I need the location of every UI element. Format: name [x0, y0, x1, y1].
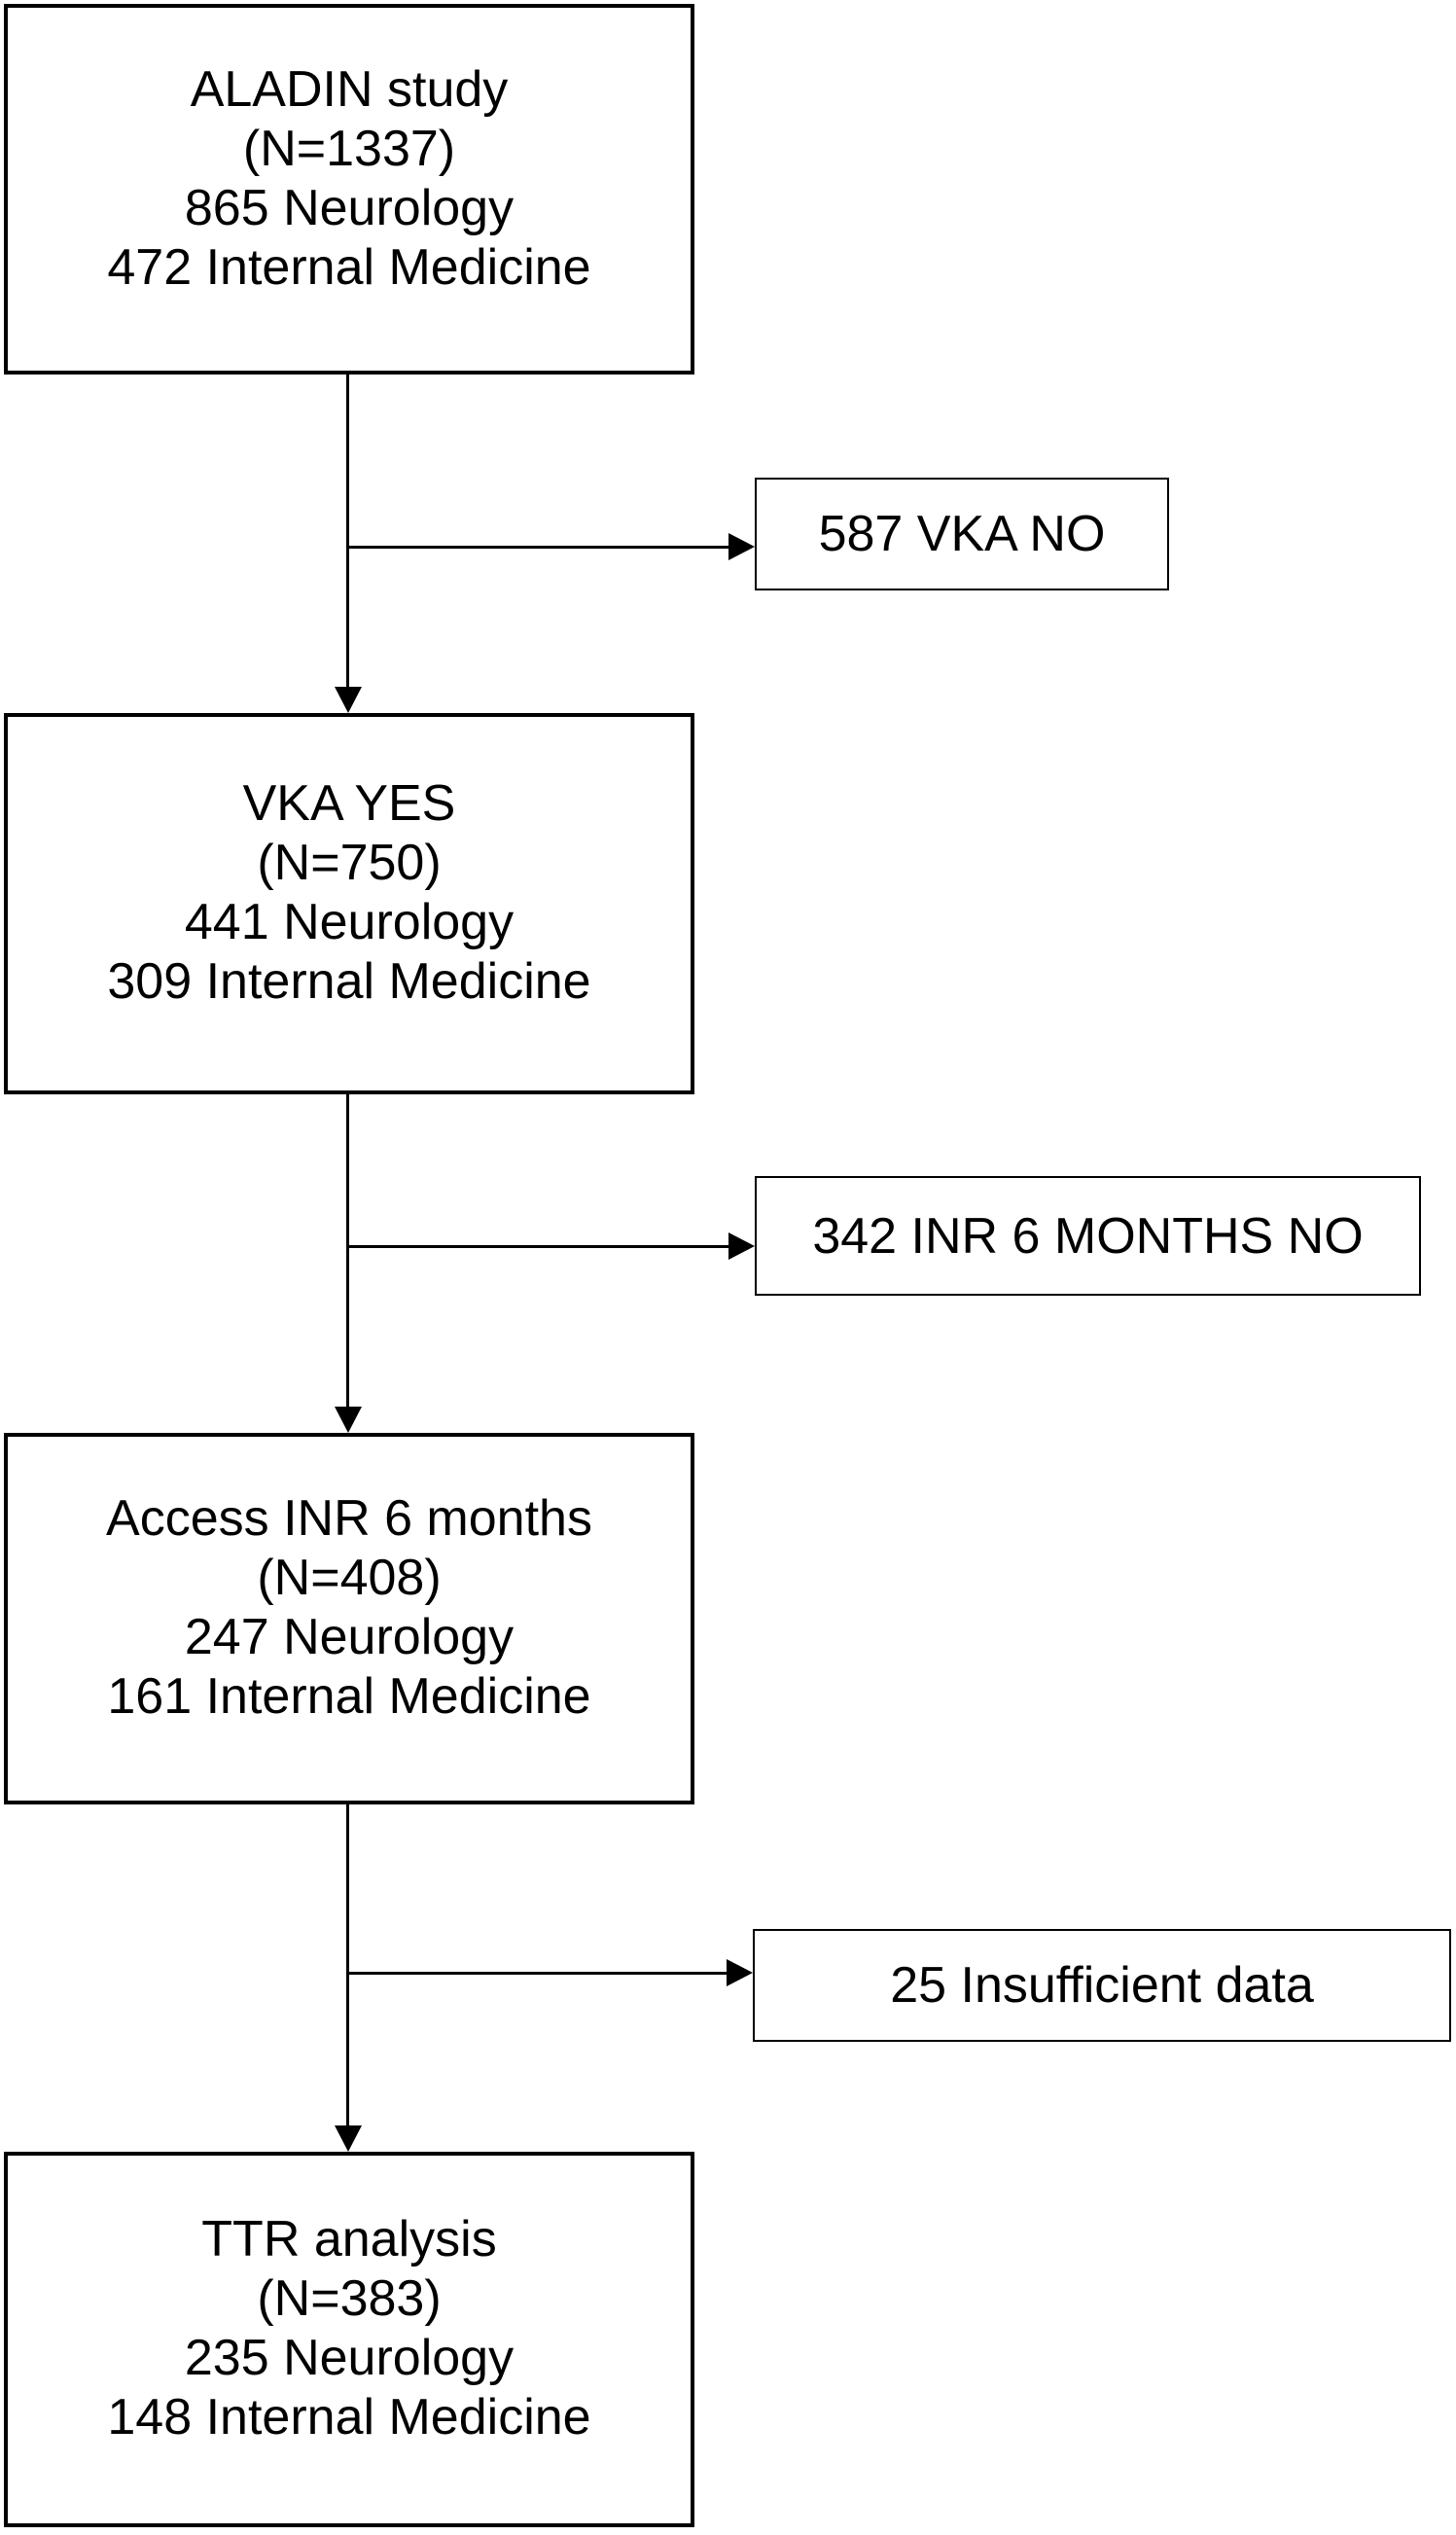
exclusion-label: 25 Insufficient data — [890, 1957, 1314, 2014]
box-n-count: (N=408) — [257, 1550, 442, 1606]
box-internal-medicine-count: 472 Internal Medicine — [107, 238, 591, 296]
arrowhead-down-icon — [335, 1407, 362, 1433]
box-n-count: (N=750) — [257, 835, 442, 891]
box-neurology-count: 441 Neurology — [184, 894, 515, 950]
box-title: VKA YES — [242, 775, 456, 832]
connector-line-box1-box2 — [346, 375, 349, 688]
arrowhead-down-icon — [335, 2125, 362, 2152]
flow-box-ttr-analysis: TTR analysis (N=383) 235 Neurology 148 I… — [4, 2152, 694, 2527]
box-title: Access INR 6 months — [106, 1490, 592, 1547]
flow-box-access-inr-6-months: Access INR 6 months (N=408) 247 Neurolog… — [4, 1433, 694, 1804]
box-neurology-count: 247 Neurology — [184, 1609, 515, 1665]
arrowhead-down-icon — [335, 687, 362, 713]
branch-line-to-insufficient-data — [346, 1972, 728, 1975]
exclusion-label: 342 INR 6 MONTHS NO — [812, 1207, 1364, 1265]
exclusion-box-insufficient-data: 25 Insufficient data — [753, 1929, 1451, 2042]
connector-line-box3-box4 — [346, 1804, 349, 2126]
branch-line-to-inr-6-months-no — [346, 1245, 729, 1248]
exclusion-box-inr-6-months-no: 342 INR 6 MONTHS NO — [755, 1176, 1421, 1296]
box-n-count: (N=383) — [257, 2270, 442, 2327]
arrowhead-right-icon — [728, 1232, 755, 1260]
flow-box-aladin-study: ALADIN study (N=1337) 865 Neurology 472 … — [4, 4, 694, 375]
box-neurology-count: 235 Neurology — [184, 2330, 515, 2386]
box-neurology-count: 865 Neurology — [184, 179, 515, 236]
exclusion-box-vka-no: 587 VKA NO — [755, 478, 1169, 590]
branch-line-to-vka-no — [346, 546, 729, 549]
box-title: TTR analysis — [201, 2211, 497, 2267]
arrowhead-right-icon — [728, 533, 755, 560]
box-internal-medicine-count: 161 Internal Medicine — [107, 1668, 591, 1725]
arrowhead-right-icon — [727, 1959, 753, 1986]
box-title: ALADIN study — [190, 60, 509, 118]
connector-line-box2-box3 — [346, 1094, 349, 1408]
exclusion-label: 587 VKA NO — [818, 506, 1106, 562]
box-n-count: (N=1337) — [242, 120, 456, 177]
box-internal-medicine-count: 148 Internal Medicine — [107, 2389, 591, 2446]
flow-box-vka-yes: VKA YES (N=750) 441 Neurology 309 Intern… — [4, 713, 694, 1094]
box-internal-medicine-count: 309 Internal Medicine — [107, 953, 591, 1010]
